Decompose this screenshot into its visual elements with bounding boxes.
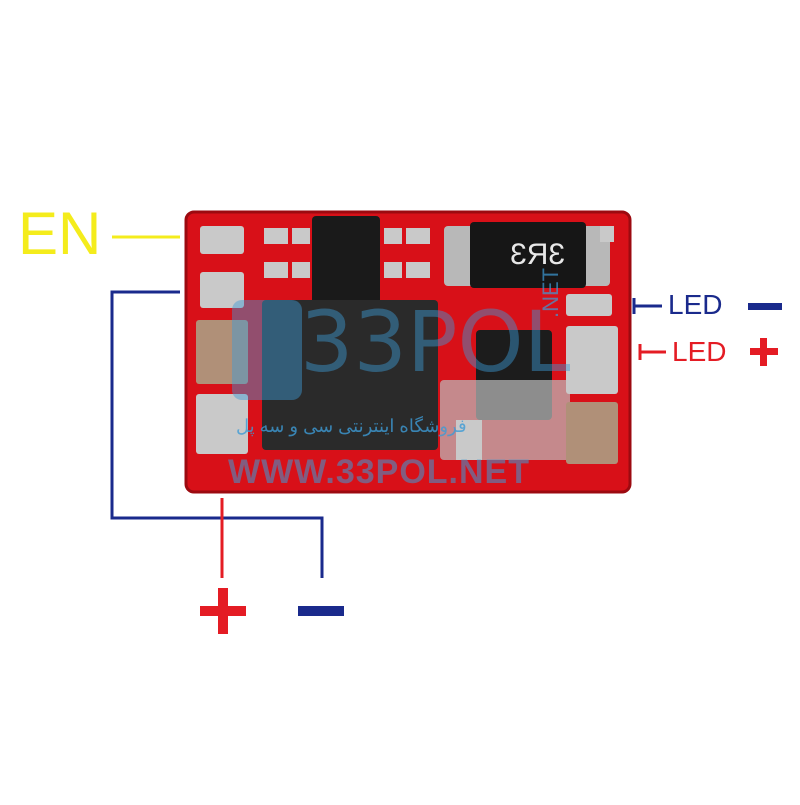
led-positive-label: LED <box>672 336 727 367</box>
schottky-body <box>262 300 438 450</box>
resistor-pad <box>292 262 310 278</box>
capacitor-right <box>566 402 618 464</box>
pad-power-negative <box>200 272 244 308</box>
watermark-brand: 33POL <box>300 293 571 391</box>
capacitor-left <box>196 320 248 384</box>
pad-led-positive <box>566 326 618 394</box>
input-negative-wire <box>110 290 324 578</box>
power-positive-plus-icon <box>218 588 228 634</box>
pad-en <box>200 226 244 254</box>
inductor-marking: 3R3 <box>510 238 566 271</box>
pad-led-negative <box>566 294 612 316</box>
watermark-logo-icon <box>232 300 302 400</box>
small-pad <box>600 226 614 242</box>
en-label: EN <box>18 200 102 267</box>
led-negative-minus-icon <box>748 303 782 310</box>
inductor-body <box>470 222 586 288</box>
resistor-pad <box>264 228 288 244</box>
watermark-tagline: فروشگاه اینترنتی سی و سه پل <box>236 416 467 436</box>
watermark-net: .NET <box>538 267 563 318</box>
small-pad <box>456 420 482 460</box>
pcb-board-edge <box>184 210 632 494</box>
led-positive-plus-icon <box>760 338 767 366</box>
watermark-url: WWW.33POL.NET <box>228 453 530 491</box>
power-negative-minus-icon <box>298 606 344 616</box>
ic-chip <box>312 216 380 312</box>
resistor-pad <box>292 228 310 244</box>
resistor-pad <box>384 228 402 244</box>
resistor-pad <box>264 262 288 278</box>
led-negative-label: LED <box>668 289 723 320</box>
resistor-pad <box>384 262 402 278</box>
resistor-pad <box>406 228 430 244</box>
pad-power-positive <box>196 394 248 454</box>
resistor-pad <box>406 262 430 278</box>
